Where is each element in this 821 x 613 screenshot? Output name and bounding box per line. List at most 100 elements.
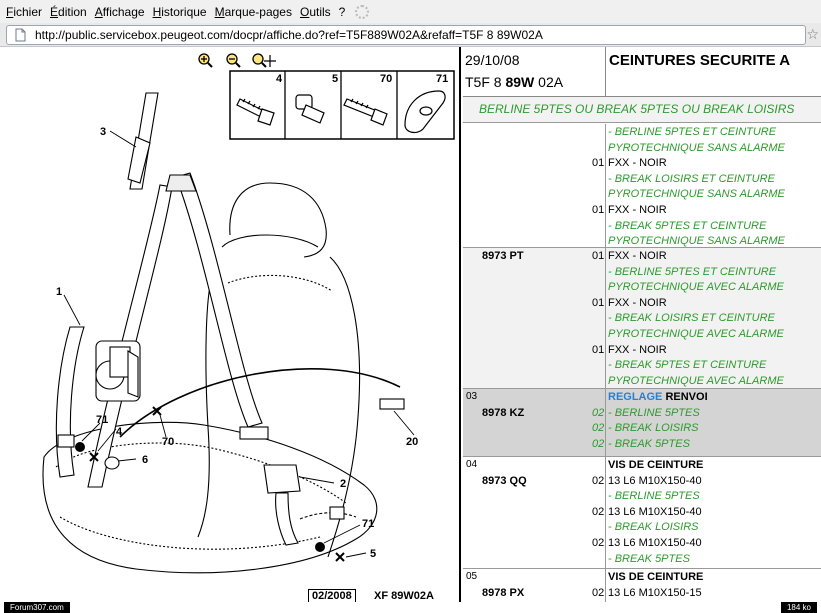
leader-lines xyxy=(63,130,415,558)
quantity: 01 xyxy=(592,343,605,356)
callout-label: 2 xyxy=(340,478,346,490)
cover-71-marker xyxy=(75,442,85,452)
connector-part xyxy=(379,398,405,410)
column-divider xyxy=(605,389,606,456)
part-reference[interactable]: 8973 PT xyxy=(482,250,524,262)
callout-label: 6 xyxy=(142,454,148,466)
part-reference[interactable]: 8978 PX xyxy=(482,587,525,599)
menu-historique[interactable]: Historique xyxy=(152,4,207,19)
quantity: 01 xyxy=(592,204,605,216)
belt-webbing xyxy=(55,172,263,488)
retractor-part xyxy=(95,340,141,402)
part-title: VIS DE CEINTURE xyxy=(608,571,704,583)
variant-note: - BERLINE 5PTES ET CEINTURE xyxy=(608,126,777,138)
variant-note: - BERLINE 5PTES xyxy=(608,490,700,503)
parts-box-label: 5 xyxy=(332,73,338,85)
pan-icon[interactable] xyxy=(252,53,276,68)
quantity: 02 xyxy=(592,474,605,487)
menu-help[interactable]: ? xyxy=(338,4,346,19)
quantity: 02 xyxy=(592,505,605,518)
parts-table-pane: 29/10/08 T5F 8 89W 02A CEINTURES SECURIT… xyxy=(463,47,821,602)
variant-note: PYROTECHNIQUE AVEC ALARME xyxy=(608,374,784,387)
quantity: 01 xyxy=(592,157,605,170)
menu-affichage[interactable]: Affichage xyxy=(94,4,145,19)
quantity: 02 xyxy=(592,422,605,435)
callout-label: 1 xyxy=(56,286,62,298)
cover-part-icon xyxy=(404,90,446,134)
header-code-suffix: 02A xyxy=(534,74,564,90)
quantity: 02 xyxy=(592,406,605,419)
quantity: 02 xyxy=(592,586,605,599)
menu-marque-pages[interactable]: Marque-pages xyxy=(214,4,292,19)
variant-note: PYROTECHNIQUE SANS ALARME xyxy=(608,235,785,248)
bookmark-star-icon[interactable]: ☆ xyxy=(806,26,819,42)
variant-note: - BREAK LOISIRS xyxy=(608,521,699,534)
address-bar: http://public.servicebox.peugeot.com/doc… xyxy=(0,23,821,47)
variant-note: - BREAK LOISIRS ET CEINTURE xyxy=(608,312,775,325)
diagram-pane: 4 5 70 71 xyxy=(0,47,461,602)
header-code: T5F 8 89W 02A xyxy=(465,74,563,90)
status-left: Forum307.com xyxy=(4,602,70,613)
parts-box-label: 71 xyxy=(436,73,448,85)
buckle-part xyxy=(263,464,357,546)
column-divider xyxy=(605,124,606,247)
column-divider xyxy=(605,569,606,602)
header-code-bold: 89W xyxy=(505,74,535,90)
status-bar: Forum307.com 184 ko xyxy=(0,602,821,613)
variant-note: PYROTECHNIQUE AVEC ALARME xyxy=(608,281,784,294)
variant-note: PYROTECHNIQUE SANS ALARME xyxy=(608,141,785,154)
shoulder-bolt-part-icon xyxy=(295,94,325,124)
zoom-out-icon[interactable] xyxy=(226,53,241,68)
wire-harness xyxy=(119,368,401,438)
menu-outils[interactable]: Outils xyxy=(299,4,331,19)
callout-label: 70 xyxy=(162,436,174,448)
header-code-prefix: T5F 8 xyxy=(465,74,506,90)
part-title: VIS DE CEINTURE xyxy=(608,459,704,471)
variant-note: 02- BERLINE 5PTES xyxy=(592,406,700,419)
part-reference[interactable]: 8978 KZ xyxy=(482,407,525,419)
variant-note: 02- BREAK 5PTES xyxy=(592,437,690,450)
url-field[interactable]: http://public.servicebox.peugeot.com/doc… xyxy=(6,25,806,45)
table-header: 29/10/08 T5F 8 89W 02A CEINTURES SECURIT… xyxy=(463,47,821,97)
part-title-highlight: REGLAGE xyxy=(608,391,663,403)
menu-edition[interactable]: Édition xyxy=(50,4,87,19)
variant-note: PYROTECHNIQUE AVEC ALARME xyxy=(608,328,784,340)
anchor-plate-part xyxy=(239,426,269,440)
quantity: 01 xyxy=(592,296,605,309)
header-date: 29/10/08 xyxy=(465,52,520,68)
column-divider xyxy=(605,248,606,388)
parts-box: 4 5 70 71 xyxy=(229,70,455,140)
column-divider xyxy=(605,457,606,568)
variant-note: - BREAK 5PTES ET CEINTURE xyxy=(608,359,767,372)
callout-label: 20 xyxy=(406,436,418,448)
variant-note: 02- BREAK LOISIRS xyxy=(592,422,699,435)
table-subheader: BERLINE 5PTES OU BREAK 5PTES OU BREAK LO… xyxy=(463,97,821,123)
diagram-date-stamp: 02/2008 xyxy=(308,589,356,602)
quantity: 02 xyxy=(592,537,605,549)
height-adjuster-part xyxy=(127,92,159,190)
part-reference[interactable]: 8973 QQ xyxy=(482,475,527,487)
part-title: REGLAGE RENVOI xyxy=(608,391,708,403)
variant-note: - BREAK 5PTES xyxy=(608,552,690,565)
callout-label: 4 xyxy=(116,426,123,438)
callout-label: 71 xyxy=(96,414,108,426)
callout-label: 5 xyxy=(370,548,376,560)
callout-label: 3 xyxy=(100,126,106,138)
bolt-5-marker xyxy=(335,552,345,562)
table-row: - BERLINE 5PTES ET CEINTURE PYROTECHNIQUE… xyxy=(463,124,821,248)
long-bolt-part-icon xyxy=(343,98,388,126)
cover-71-marker xyxy=(315,542,325,552)
seatbelt-diagram: 4 5 70 71 xyxy=(42,53,455,574)
row-number: 05 xyxy=(466,571,478,582)
row-number: 03 xyxy=(466,391,478,402)
menu-fichier[interactable]: Fichier xyxy=(6,4,43,19)
bolt-4-marker xyxy=(89,452,99,462)
zoom-in-icon[interactable] xyxy=(198,53,213,68)
